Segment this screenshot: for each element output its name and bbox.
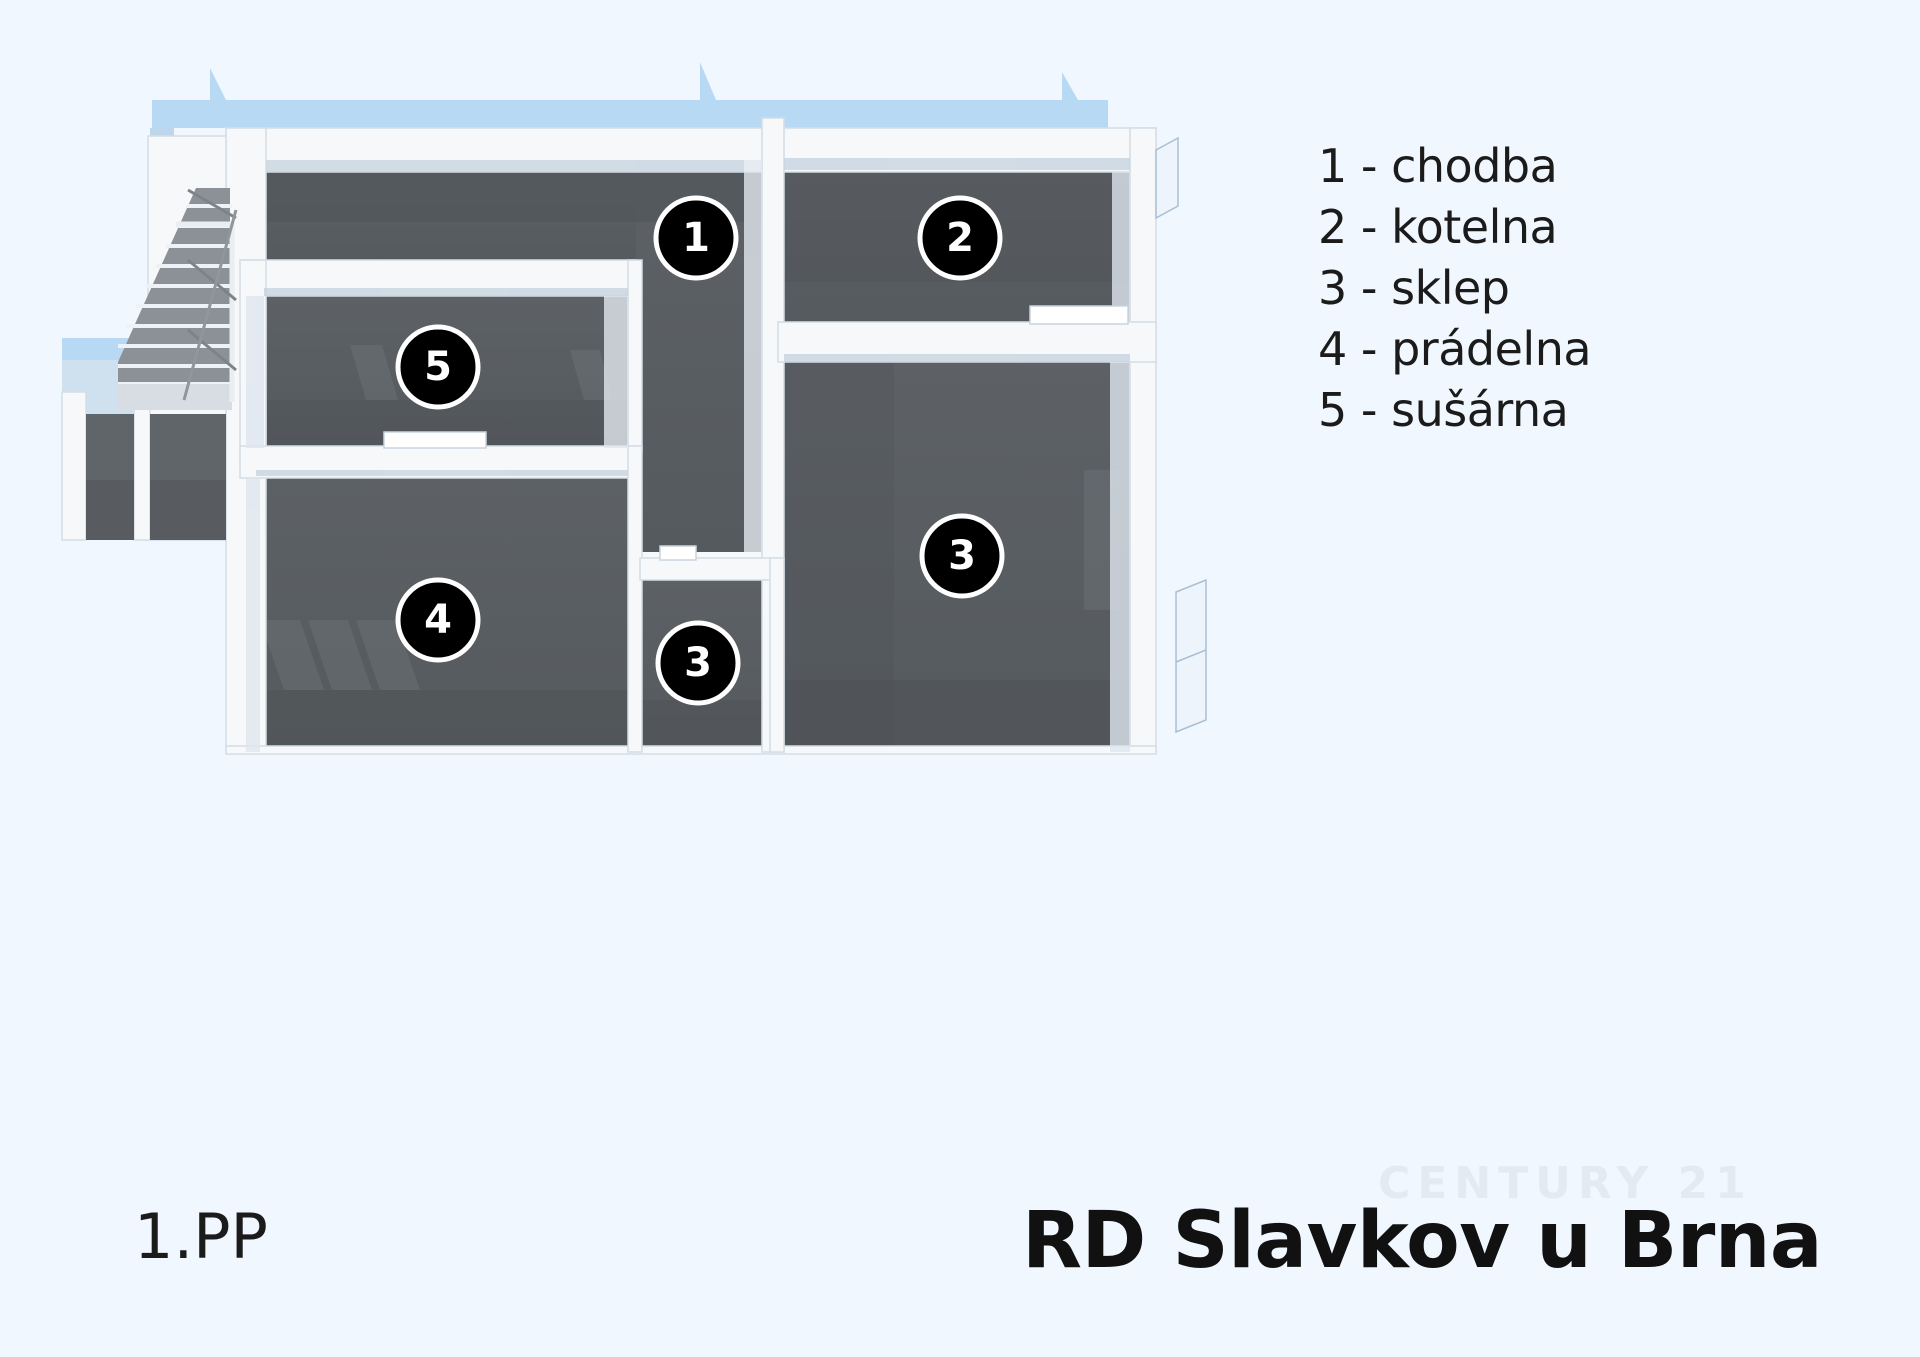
room-badge-1: 1 — [653, 195, 739, 281]
floor-area — [226, 130, 1156, 752]
room-badge-2-label: 2 — [946, 215, 974, 261]
legend-item-pradelna: 4 - prádelna — [1318, 322, 1592, 376]
room-badge-3-small: 3 — [655, 620, 741, 706]
staircase — [86, 188, 238, 540]
room-badge-4-label: 4 — [424, 597, 452, 643]
watermark-logo: CENTURY 21 — [1378, 1158, 1753, 1209]
room-badge-4: 4 — [395, 577, 481, 663]
page-title: RD Slavkov u Brna — [1022, 1196, 1823, 1286]
room-badge-3-large-label: 3 — [948, 533, 976, 579]
room-badge-5-label: 5 — [424, 344, 452, 390]
legend-item-kotelna: 2 - kotelna — [1318, 200, 1558, 254]
wall-shading — [246, 158, 1130, 752]
room-badge-5: 5 — [395, 324, 481, 410]
room-legend: 1 - chodba 2 - kotelna 3 - sklep 4 - prá… — [1318, 136, 1592, 441]
floor-label: 1.PP — [134, 1200, 268, 1273]
room-badge-3-large: 3 — [919, 513, 1005, 599]
room-badge-3-small-label: 3 — [684, 640, 712, 686]
legend-item-chodba: 1 - chodba — [1318, 139, 1558, 193]
windows — [1155, 136, 1207, 734]
legend-item-sklep: 3 - sklep — [1318, 261, 1510, 315]
room-badge-1-label: 1 — [682, 215, 710, 261]
doors — [383, 305, 1129, 561]
room-badge-2: 2 — [917, 195, 1003, 281]
legend-item-susarna: 5 - sušárna — [1318, 383, 1569, 437]
